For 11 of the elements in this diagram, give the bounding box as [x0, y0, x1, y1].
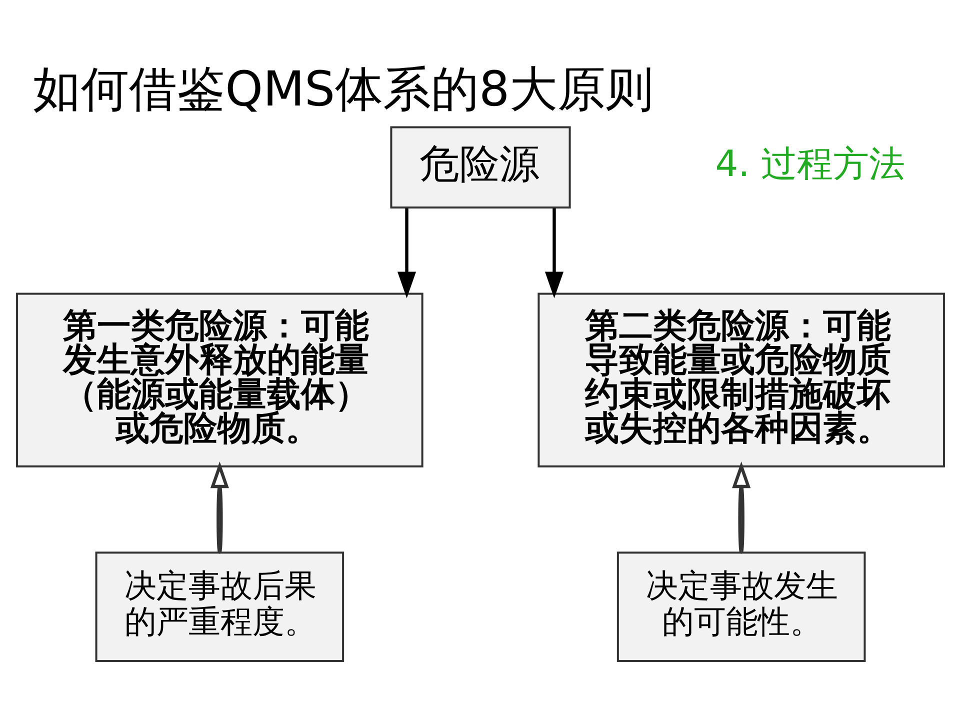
node-box: 第一类危险源：可能发生意外释放的能量（能源或能量载体）或危险物质。: [16, 292, 423, 468]
arrow: [210, 462, 228, 553]
arrow: [732, 462, 750, 553]
node-box: 决定事故后果的严重程度。: [94, 552, 344, 662]
arrow: [544, 208, 564, 298]
node-box: 危险源: [390, 126, 570, 209]
node-box: 第二类危险源：可能导致能量或危险物质约束或限制措施破坏或失控的各种因素。: [537, 292, 944, 468]
arrow: [396, 208, 416, 298]
node-box: 决定事故发生的可能性。: [616, 552, 866, 662]
label: 4. 过程方法: [714, 142, 905, 186]
diagram-title: 如何借鉴QMS体系的8大原则: [32, 62, 654, 118]
